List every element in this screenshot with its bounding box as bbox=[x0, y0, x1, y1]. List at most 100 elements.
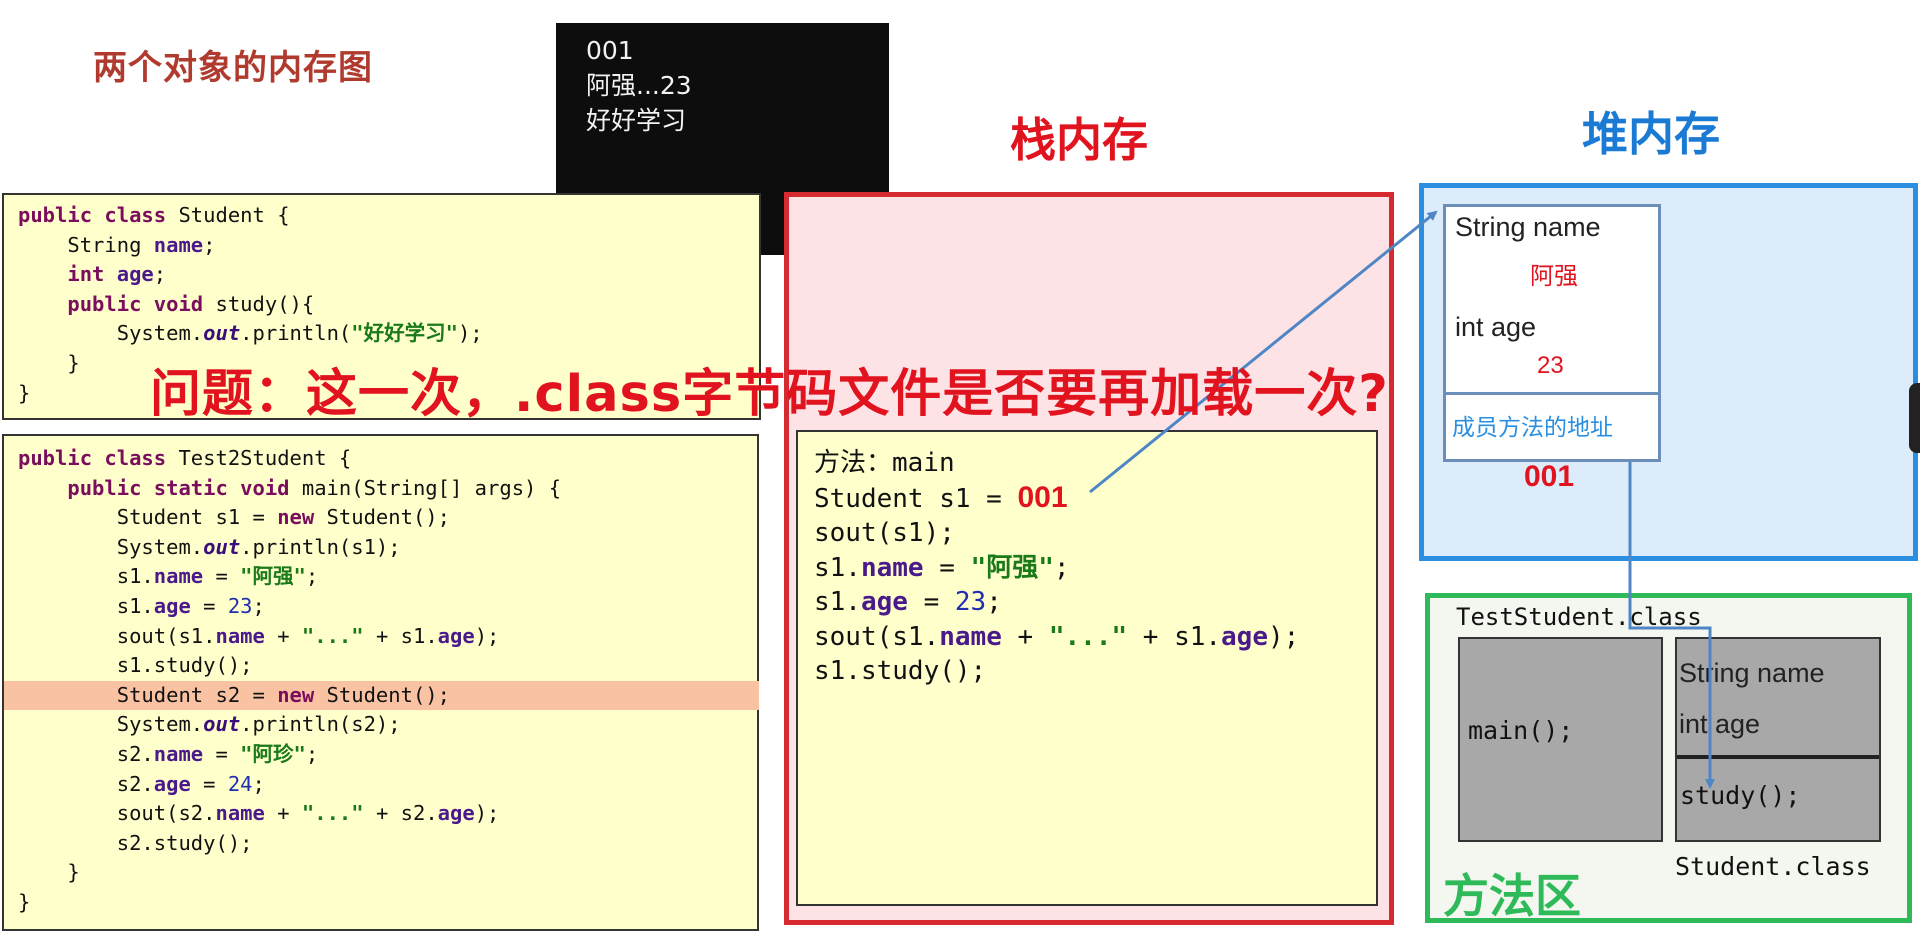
code-keyword: public class bbox=[18, 203, 167, 227]
object-field-age-label: int age bbox=[1455, 312, 1537, 342]
frame-line: 方法：main bbox=[814, 448, 955, 478]
code-field: age bbox=[437, 801, 475, 826]
code-text: } bbox=[18, 860, 80, 885]
code-text: ; bbox=[153, 262, 167, 287]
main-method-label: main(); bbox=[1468, 716, 1574, 745]
code-field: name bbox=[215, 801, 265, 826]
code-static: out bbox=[203, 534, 241, 559]
code-text: Student s2 = bbox=[18, 682, 278, 707]
code-text: ; bbox=[305, 564, 319, 589]
code-text: study(){ bbox=[203, 291, 315, 316]
student-field-age: int age bbox=[1679, 709, 1761, 739]
code-text: s1. bbox=[18, 593, 154, 618]
code-text: s1. bbox=[18, 564, 154, 589]
code-text: sout(s1. bbox=[814, 621, 940, 652]
code-text: Student s1 = bbox=[18, 505, 278, 530]
code-field: age bbox=[860, 587, 908, 617]
main-stack-frame: 方法：main Student s1 = 001 sout(s1); s1.na… bbox=[796, 430, 1378, 906]
study-method-label: study(); bbox=[1680, 781, 1801, 810]
heap-to-method-arrow bbox=[1628, 462, 1715, 789]
console-line: 好好学习 bbox=[586, 106, 687, 135]
reference-address: 001 bbox=[1017, 480, 1068, 514]
code-text: ; bbox=[305, 741, 319, 766]
code-text: ); bbox=[474, 801, 500, 826]
code-field: age bbox=[437, 623, 475, 648]
code-text: + bbox=[264, 801, 302, 826]
code-text: s2. bbox=[18, 741, 154, 766]
code-string: "阿强" bbox=[970, 552, 1054, 583]
test-class-code: public class Test2Student { public stati… bbox=[2, 434, 759, 931]
code-text: = bbox=[923, 552, 971, 583]
code-number: 24 bbox=[227, 771, 253, 796]
code-text: ; bbox=[203, 232, 216, 257]
code-text: Test2Student { bbox=[166, 446, 352, 470]
code-text: = bbox=[203, 564, 241, 589]
code-text: } bbox=[18, 380, 31, 405]
method-address-label: 成员方法的地址 bbox=[1452, 414, 1613, 440]
student-class-label: Student.class bbox=[1675, 852, 1871, 881]
code-text: = bbox=[190, 771, 228, 796]
frame-line: s1.study(); bbox=[814, 656, 987, 686]
object-field-age-value: 23 bbox=[1537, 352, 1564, 379]
highlighted-code-line: Student s2 = new Student(); bbox=[4, 680, 759, 711]
frame-line: sout(s1); bbox=[814, 518, 955, 548]
code-text: + bbox=[264, 623, 302, 648]
code-string: "..." bbox=[301, 623, 364, 648]
code-field: age bbox=[153, 593, 191, 618]
code-text: ; bbox=[986, 587, 1002, 617]
code-text: ); bbox=[474, 623, 500, 648]
code-field: age bbox=[1221, 621, 1268, 652]
code-text: main(String[] args) { bbox=[289, 475, 562, 500]
code-field: name bbox=[153, 232, 204, 257]
side-handle[interactable] bbox=[1909, 383, 1920, 453]
code-text: System. bbox=[18, 712, 204, 737]
code-keyword: int bbox=[18, 262, 105, 287]
code-text: System. bbox=[18, 534, 204, 559]
code-text: String bbox=[18, 232, 154, 257]
code-field: name bbox=[153, 564, 204, 589]
code-field: name bbox=[939, 621, 1002, 652]
code-field: name bbox=[860, 552, 924, 583]
code-text: Student(); bbox=[314, 682, 450, 707]
code-text: ); bbox=[1268, 621, 1300, 652]
main-method-block bbox=[1458, 637, 1663, 842]
stack-to-heap-arrow bbox=[1089, 210, 1438, 494]
code-text: + s2. bbox=[363, 801, 438, 826]
code-text: = bbox=[907, 587, 955, 617]
code-text: s1. bbox=[814, 552, 861, 583]
code-number: 23 bbox=[227, 593, 253, 618]
code-string: "好好学习" bbox=[351, 321, 458, 346]
code-static: out bbox=[203, 321, 241, 346]
object-field-name-label: String name bbox=[1455, 212, 1601, 242]
code-text: .println(s2); bbox=[240, 712, 401, 737]
code-text: sout(s2. bbox=[18, 801, 216, 826]
page-title: 两个对象的内存图 bbox=[93, 48, 373, 88]
code-text: s1.study(); bbox=[18, 653, 253, 678]
code-static: out bbox=[203, 712, 241, 737]
stack-memory-title: 栈内存 bbox=[1010, 113, 1148, 167]
code-keyword: public void bbox=[18, 291, 204, 316]
code-text: ; bbox=[1053, 552, 1070, 583]
code-text: ; bbox=[252, 593, 265, 618]
code-text: sout(s1. bbox=[18, 623, 216, 648]
heap-memory-title: 堆内存 bbox=[1582, 107, 1720, 161]
student-object bbox=[1443, 204, 1661, 462]
code-text: = bbox=[203, 741, 241, 766]
code-keyword: public static void bbox=[18, 475, 290, 500]
code-field: age bbox=[153, 771, 191, 796]
test-student-class-label: TestStudent.class bbox=[1456, 603, 1702, 631]
code-keyword: new bbox=[277, 505, 315, 530]
code-text: .println( bbox=[240, 321, 352, 346]
question-text: 问题：这一次，.class字节码文件是否要再加载一次? bbox=[150, 365, 1389, 424]
object-field-name-value: 阿强 bbox=[1530, 263, 1578, 290]
code-field: name bbox=[215, 623, 265, 648]
code-text: s2.study(); bbox=[18, 830, 253, 855]
student-field-name: String name bbox=[1679, 658, 1825, 688]
code-text: + s1. bbox=[1127, 621, 1222, 652]
code-text: ; bbox=[252, 771, 265, 796]
student-class-divider bbox=[1677, 755, 1879, 759]
code-string: "阿强" bbox=[240, 564, 306, 589]
code-text: Student(); bbox=[314, 505, 450, 530]
code-keyword: new bbox=[277, 682, 315, 707]
